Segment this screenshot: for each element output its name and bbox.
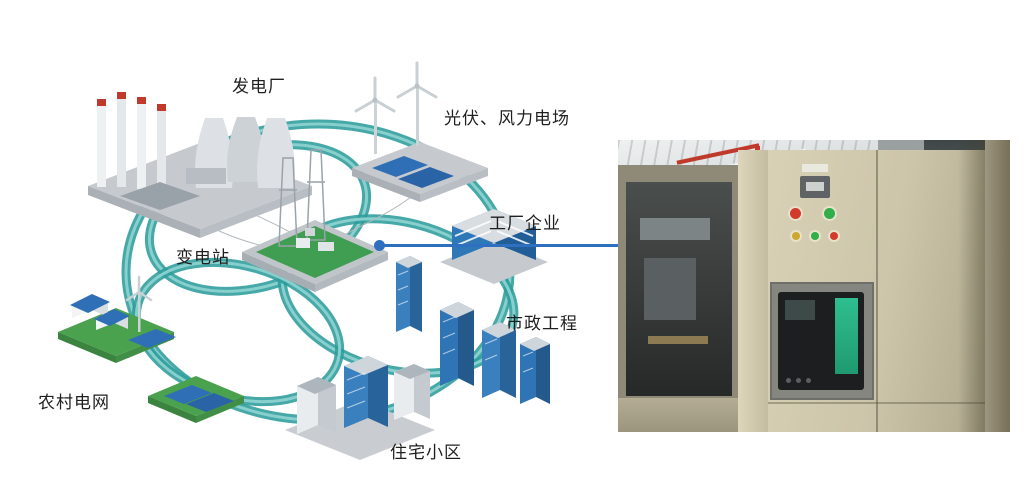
relay-button xyxy=(786,378,791,383)
substation-illustration xyxy=(242,149,388,292)
label-factory: 工厂企业 xyxy=(489,214,561,233)
name-plate xyxy=(802,164,828,172)
rural-grid-illustration xyxy=(58,275,244,423)
indicator-light-green-small xyxy=(811,232,819,240)
label-rural-grid: 农村电网 xyxy=(38,393,110,412)
adjacent-cabinet-edge xyxy=(985,140,1010,432)
grid-diagram: 发电厂 光伏、风力电场 工厂企业 变电站 市政工程 住宅小区 农村电网 xyxy=(38,61,578,462)
label-residential: 住宅小区 xyxy=(390,443,462,462)
label-pv-wind-farm: 光伏、风力电场 xyxy=(444,109,570,128)
power-plant-illustration xyxy=(88,92,312,238)
factory-illustration xyxy=(440,209,548,284)
municipal-illustration xyxy=(440,302,550,404)
indicator-light-green xyxy=(824,208,835,219)
cabinet-seam xyxy=(876,150,878,432)
busbar xyxy=(648,336,708,344)
label-substation: 变电站 xyxy=(176,248,230,267)
cabinet-component xyxy=(644,258,696,320)
grid-network-illustration xyxy=(58,61,550,460)
connector-dot xyxy=(374,240,385,251)
cabinet-seam xyxy=(768,402,985,404)
cabinet-component xyxy=(640,218,710,240)
lower-cabinet-panel xyxy=(618,398,745,432)
residential-illustration xyxy=(285,356,435,460)
meter-display xyxy=(806,182,824,191)
relay-green-panel xyxy=(835,298,858,374)
cabinet-shadow xyxy=(958,140,985,432)
relay-display xyxy=(785,300,815,320)
indicator-light-red xyxy=(790,208,801,219)
label-municipal: 市政工程 xyxy=(506,314,578,333)
city-tower-illustration xyxy=(396,256,422,332)
label-power-plant: 发电厂 xyxy=(232,77,286,96)
indicator-light-red-small xyxy=(830,232,838,240)
indicator-light-yellow-small xyxy=(792,232,800,240)
switchgear-photo xyxy=(618,140,1010,432)
cabinet-pillar xyxy=(738,150,770,432)
relay-button xyxy=(806,378,811,383)
connector-line xyxy=(380,244,618,247)
wind-solar-illustration xyxy=(352,61,488,202)
relay-button xyxy=(796,378,801,383)
